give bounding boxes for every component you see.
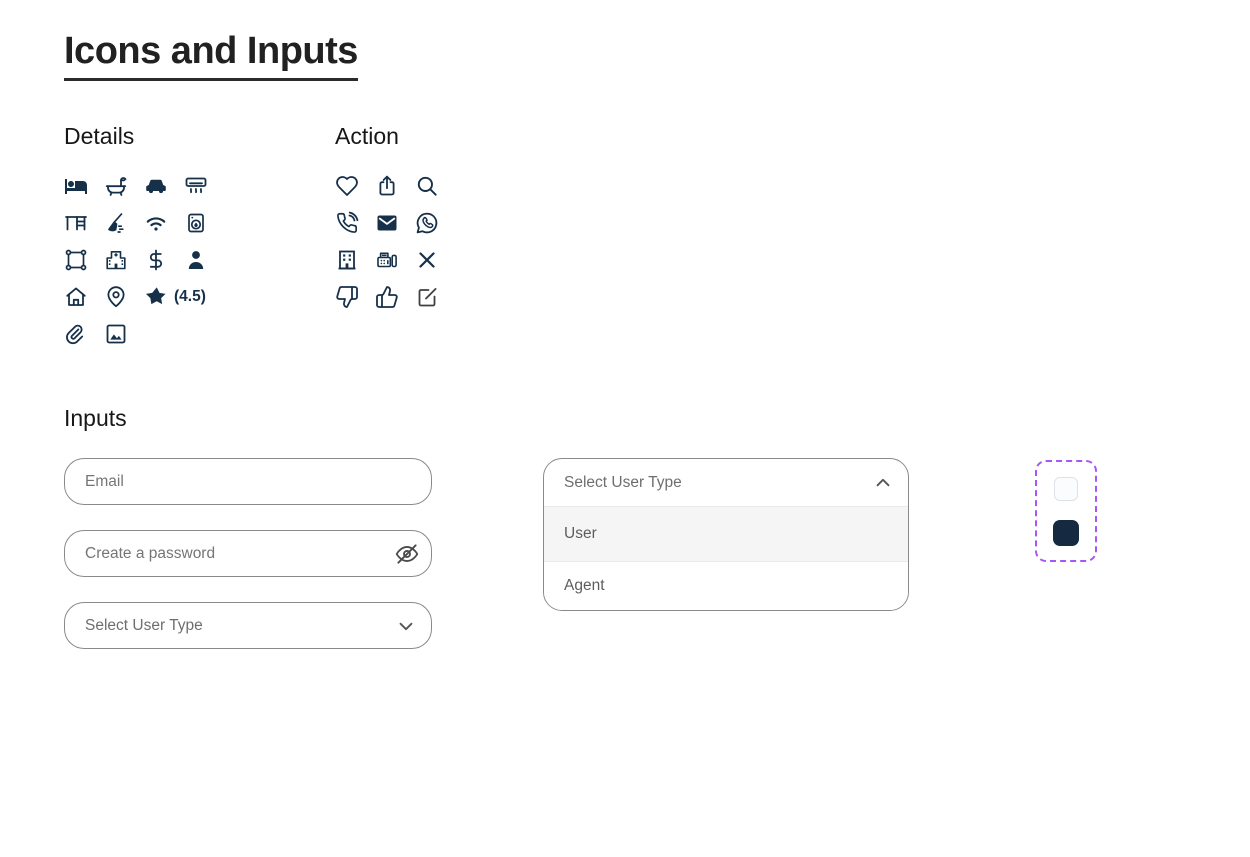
password-input[interactable] bbox=[64, 530, 432, 577]
desk-icon bbox=[64, 211, 88, 235]
phone-call-icon bbox=[335, 211, 359, 235]
broom-icon bbox=[104, 211, 128, 235]
dropdown-option-user[interactable]: User bbox=[544, 506, 908, 561]
bathtub-icon bbox=[104, 174, 128, 198]
map-pin-icon bbox=[104, 285, 128, 309]
eye-off-icon bbox=[395, 543, 419, 564]
paperclip-icon bbox=[64, 322, 88, 346]
close-icon bbox=[415, 248, 439, 272]
search-icon bbox=[415, 174, 439, 198]
heart-icon bbox=[335, 174, 359, 198]
edit-icon bbox=[415, 285, 439, 309]
fax-icon bbox=[375, 248, 399, 272]
whatsapp-icon bbox=[415, 211, 439, 235]
bed-icon bbox=[64, 174, 88, 198]
dollar-sign-icon bbox=[144, 248, 168, 272]
car-icon bbox=[144, 174, 168, 198]
user-type-select[interactable]: Select User Type bbox=[64, 602, 432, 649]
washing-machine-icon bbox=[184, 211, 208, 235]
air-conditioner-icon bbox=[184, 174, 208, 198]
user-type-dropdown-expanded: Select User Type User Agent bbox=[543, 458, 909, 611]
page-title: Icons and Inputs bbox=[64, 30, 358, 81]
dropdown-option-agent[interactable]: Agent bbox=[544, 561, 908, 610]
rating-value: (4.5) bbox=[174, 288, 206, 305]
wifi-icon bbox=[144, 211, 168, 235]
checkbox-checked[interactable] bbox=[1053, 519, 1079, 546]
thumbs-down-icon bbox=[335, 285, 359, 309]
hospital-icon bbox=[104, 248, 128, 272]
chevron-up-icon bbox=[876, 478, 890, 486]
action-icon-grid bbox=[335, 174, 439, 309]
password-field-wrapper bbox=[64, 530, 432, 577]
inputs-section-heading: Inputs bbox=[64, 405, 127, 431]
email-input[interactable] bbox=[64, 458, 432, 505]
vector-square-icon bbox=[64, 248, 88, 272]
details-icon-grid: (4.5) bbox=[64, 174, 208, 346]
person-icon bbox=[184, 248, 208, 272]
image-icon bbox=[104, 322, 128, 346]
details-section-heading: Details bbox=[64, 123, 135, 149]
dropdown-placeholder: Select User Type bbox=[564, 473, 682, 491]
email-field-wrapper bbox=[64, 458, 432, 505]
thumbs-up-icon bbox=[375, 285, 399, 309]
house-icon bbox=[64, 285, 88, 309]
office-building-icon bbox=[335, 248, 359, 272]
password-visibility-toggle[interactable] bbox=[394, 541, 420, 567]
action-section-heading: Action bbox=[335, 123, 399, 149]
chevron-down-icon bbox=[399, 622, 413, 630]
checkbox-panel bbox=[1035, 460, 1097, 562]
star-icon bbox=[145, 287, 166, 305]
user-type-select-placeholder: Select User Type bbox=[85, 616, 203, 634]
star-rating: (4.5) bbox=[144, 285, 206, 309]
dropdown-header[interactable]: Select User Type bbox=[544, 459, 908, 506]
checkbox-unchecked[interactable] bbox=[1054, 476, 1078, 501]
mail-icon bbox=[375, 211, 399, 235]
share-icon bbox=[375, 174, 399, 198]
